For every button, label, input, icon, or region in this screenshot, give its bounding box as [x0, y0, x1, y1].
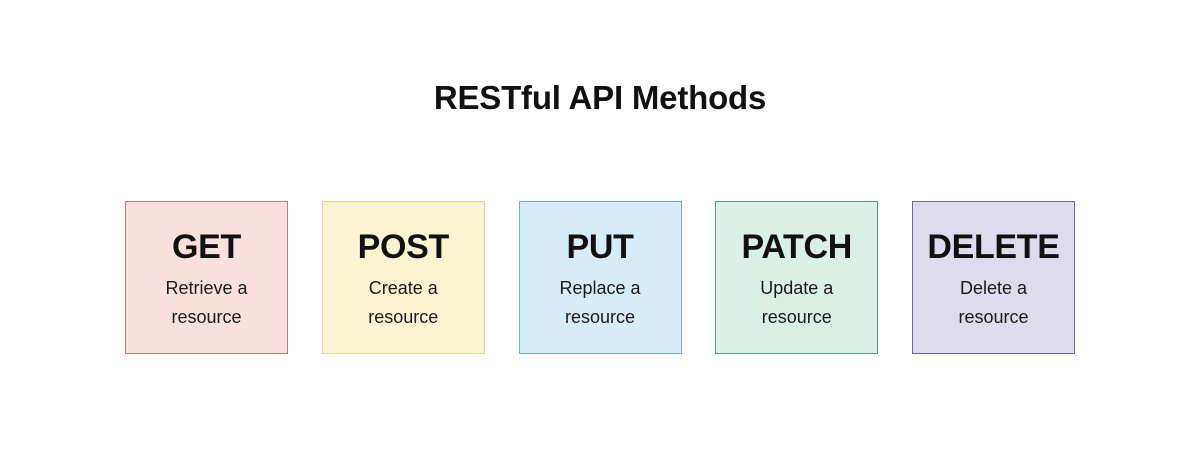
method-description-delete: Delete a resource [958, 278, 1029, 327]
method-card-post[interactable]: POST Create a resource [321, 201, 485, 354]
method-name-delete: DELETE [927, 228, 1060, 266]
method-description-patch: Update a resource [760, 278, 834, 327]
method-card-delete[interactable]: DELETE Delete a resource [912, 201, 1075, 354]
method-description-get: Retrieve a resource [165, 278, 248, 327]
page-title: RESTful API Methods [433, 79, 767, 116]
method-description-put: Replace a resource [559, 278, 641, 327]
method-name-get: GET [172, 228, 241, 266]
method-name-put: PUT [566, 228, 634, 266]
method-card-get[interactable]: GET Retrieve a resource [125, 201, 288, 354]
method-card-patch[interactable]: PATCH Update a resource [715, 201, 879, 354]
method-card-put[interactable]: PUT Replace a resource [518, 201, 682, 354]
method-cards-row: GET Retrieve a resource POST Create a re… [125, 201, 1075, 354]
method-name-post: POST [357, 228, 450, 266]
method-description-post: Create a resource [368, 278, 439, 327]
method-name-patch: PATCH [741, 228, 853, 266]
